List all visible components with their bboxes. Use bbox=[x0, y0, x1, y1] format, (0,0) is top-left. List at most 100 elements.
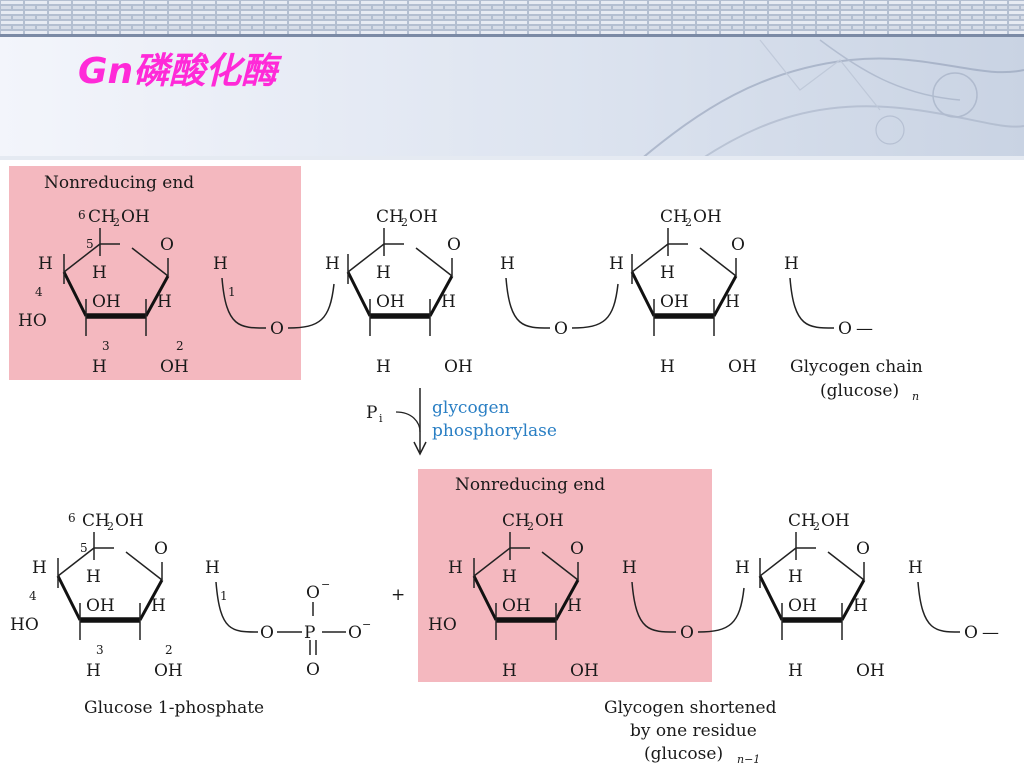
svg-text:4: 4 bbox=[35, 285, 43, 299]
svg-text:O: O bbox=[160, 235, 174, 255]
enzyme-name-line1: glycogen bbox=[432, 398, 510, 418]
glycogen-chain: Nonreducing end 6 CH 2 OH 5 O H H H 4 HO… bbox=[18, 173, 923, 403]
svg-text:H: H bbox=[660, 357, 675, 377]
svg-text:OH: OH bbox=[154, 661, 183, 681]
svg-text:O: O bbox=[306, 660, 320, 680]
svg-text:O: O bbox=[856, 539, 870, 559]
nonreducing-highlight-bottom bbox=[418, 469, 712, 682]
svg-text:OH: OH bbox=[728, 357, 757, 377]
chain-continuation-oxygen-bottom: O bbox=[964, 623, 978, 643]
slide-title: Gn磷酸化酶 bbox=[78, 51, 278, 92]
svg-text:2: 2 bbox=[685, 216, 692, 229]
svg-text:H: H bbox=[502, 661, 517, 681]
glucose-1-phosphate: 6 CH 2 OH 5 O H H H 4 HO OH H 1 3 2 H OH… bbox=[10, 511, 371, 718]
svg-text:—: — bbox=[856, 319, 873, 339]
svg-text:−: − bbox=[362, 618, 371, 631]
svg-text:—: — bbox=[982, 623, 999, 643]
glucose-residue-c: CH 2 OH O H H H OH H H OH bbox=[609, 207, 799, 377]
shortened-label-line2: by one residue bbox=[630, 721, 757, 741]
svg-text:CH: CH bbox=[82, 511, 110, 531]
phosphorolysis-diagram: Nonreducing end 6 CH 2 OH 5 O H H H 4 HO… bbox=[9, 166, 999, 766]
svg-text:H: H bbox=[784, 254, 799, 274]
svg-text:OH: OH bbox=[570, 661, 599, 681]
svg-text:CH: CH bbox=[788, 511, 816, 531]
svg-text:6: 6 bbox=[78, 208, 86, 222]
banner-ornament bbox=[639, 39, 1024, 160]
phosphorus: P bbox=[304, 623, 315, 643]
svg-text:H: H bbox=[32, 558, 47, 578]
svg-text:OH: OH bbox=[660, 292, 689, 312]
svg-text:H: H bbox=[609, 254, 624, 274]
svg-text:OH: OH bbox=[92, 292, 121, 312]
svg-text:H: H bbox=[92, 357, 107, 377]
svg-text:O: O bbox=[306, 583, 320, 603]
chain-continuation-oxygen: O bbox=[838, 319, 852, 339]
svg-text:H: H bbox=[151, 596, 166, 616]
svg-text:OH: OH bbox=[788, 596, 817, 616]
svg-text:4: 4 bbox=[29, 589, 37, 603]
svg-text:2: 2 bbox=[107, 520, 114, 533]
svg-text:2: 2 bbox=[813, 520, 820, 533]
svg-text:2: 2 bbox=[401, 216, 408, 229]
svg-text:OH: OH bbox=[409, 207, 438, 227]
svg-text:O: O bbox=[731, 235, 745, 255]
svg-text:H: H bbox=[86, 661, 101, 681]
svg-text:H: H bbox=[725, 292, 740, 312]
svg-text:H: H bbox=[213, 254, 228, 274]
svg-text:CH: CH bbox=[88, 207, 116, 227]
svg-text:O: O bbox=[154, 539, 168, 559]
svg-text:5: 5 bbox=[80, 541, 88, 555]
svg-text:2: 2 bbox=[113, 216, 120, 229]
glucose-1-phosphate-label: Glucose 1-phosphate bbox=[84, 698, 264, 718]
svg-text:H: H bbox=[376, 357, 391, 377]
glucose-residue-a: 6 CH 2 OH 5 O H H H 4 HO OH H 1 3 2 H OH bbox=[18, 207, 236, 377]
svg-text:n: n bbox=[912, 390, 919, 403]
glucose-n-label: (glucose) bbox=[820, 381, 899, 401]
svg-text:6: 6 bbox=[68, 511, 76, 525]
svg-text:HO: HO bbox=[10, 615, 39, 635]
svg-text:HO: HO bbox=[18, 311, 47, 331]
glucose-residue-d: CH 2 OH O H H H HO OH H H OH bbox=[428, 511, 637, 681]
svg-text:5: 5 bbox=[86, 237, 94, 251]
svg-text:H: H bbox=[38, 254, 53, 274]
glycogen-shortened: Nonreducing end CH 2 OH O H H H HO OH H … bbox=[428, 475, 999, 766]
svg-text:−: − bbox=[321, 578, 330, 591]
enzyme-name-line2: phosphorylase bbox=[432, 421, 557, 441]
glycogen-chain-label: Glycogen chain bbox=[790, 357, 923, 377]
svg-text:3: 3 bbox=[96, 643, 104, 657]
svg-text:OH: OH bbox=[444, 357, 473, 377]
svg-text:H: H bbox=[500, 254, 515, 274]
svg-text:OH: OH bbox=[856, 661, 885, 681]
svg-text:i: i bbox=[379, 412, 383, 425]
glucose-n1-label: (glucose) bbox=[644, 744, 723, 764]
svg-text:CH: CH bbox=[376, 207, 404, 227]
svg-text:H: H bbox=[908, 558, 923, 578]
svg-text:OH: OH bbox=[121, 207, 150, 227]
svg-text:2: 2 bbox=[527, 520, 534, 533]
nonreducing-highlight-top bbox=[9, 166, 301, 380]
svg-text:CH: CH bbox=[502, 511, 530, 531]
glucose-residue-b: CH 2 OH O H H H OH H H OH bbox=[325, 207, 515, 377]
svg-text:H: H bbox=[325, 254, 340, 274]
svg-text:H: H bbox=[622, 558, 637, 578]
plus-sign: + bbox=[391, 585, 405, 605]
svg-text:H: H bbox=[448, 558, 463, 578]
svg-text:H: H bbox=[86, 567, 101, 587]
svg-text:O: O bbox=[447, 235, 461, 255]
svg-text:OH: OH bbox=[115, 511, 144, 531]
header-banner: Gn磷酸化酶 bbox=[0, 0, 1024, 160]
svg-text:H: H bbox=[788, 661, 803, 681]
svg-text:OH: OH bbox=[376, 292, 405, 312]
svg-text:H: H bbox=[735, 558, 750, 578]
brick-strip bbox=[0, 0, 1024, 34]
shortened-label-line1: Glycogen shortened bbox=[604, 698, 777, 718]
phosphate-ester-oxygen: O bbox=[260, 623, 274, 643]
svg-text:H: H bbox=[441, 292, 456, 312]
inorganic-phosphate: P bbox=[366, 403, 377, 423]
glycosidic-oxygen-3: O bbox=[680, 623, 694, 643]
svg-text:1: 1 bbox=[228, 285, 236, 299]
svg-text:O: O bbox=[348, 623, 362, 643]
banner-background bbox=[0, 0, 1024, 160]
svg-text:OH: OH bbox=[502, 596, 531, 616]
svg-text:H: H bbox=[92, 263, 107, 283]
